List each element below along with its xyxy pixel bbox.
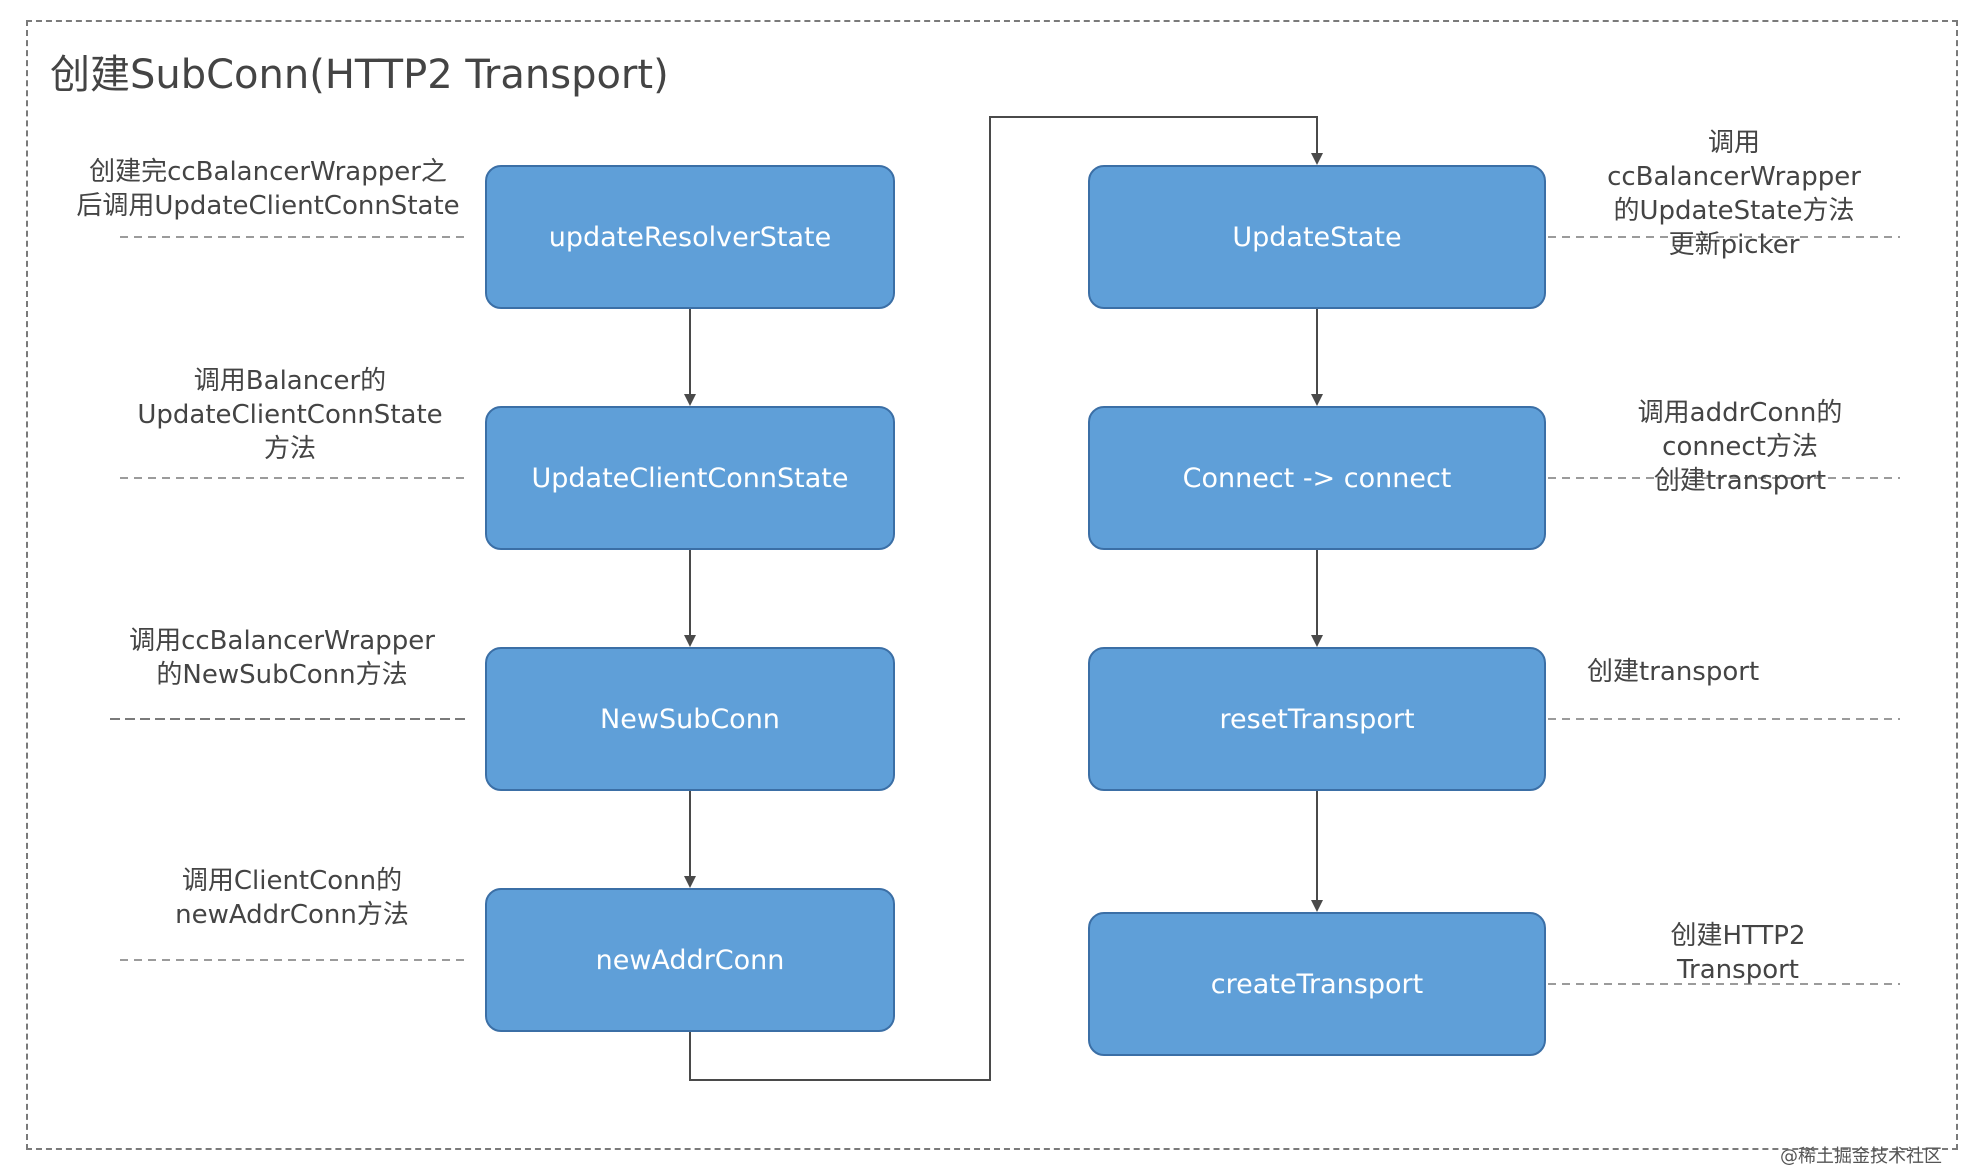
note-createTransport: 创建HTTP2 Transport — [1670, 921, 1806, 985]
diagram-frame — [26, 20, 1958, 1150]
node-updateResolverState[interactable]: updateResolverState — [485, 165, 895, 309]
node-Connect[interactable]: Connect -> connect — [1088, 406, 1546, 550]
note-UpdateClientConnState: 调用Balancer的 UpdateClientConnState 方法 — [137, 366, 443, 464]
edge-newAddrConn-to-UpdateState — [689, 116, 1323, 1081]
node-NewSubConn[interactable]: NewSubConn — [485, 647, 895, 791]
node-UpdateClientConnState[interactable]: UpdateClientConnState — [485, 406, 895, 550]
node-UpdateState[interactable]: UpdateState — [1088, 165, 1546, 309]
node-newAddrConn[interactable]: newAddrConn — [485, 888, 895, 1032]
note-resetTransport: 创建transport — [1587, 657, 1760, 687]
watermark: @稀土掘金技术社区 — [1780, 1146, 1942, 1167]
node-resetTransport[interactable]: resetTransport — [1088, 647, 1546, 791]
diagram-title: 创建SubConn(HTTP2 Transport) — [50, 52, 669, 98]
note-NewSubConn: 调用ccBalancerWrapper 的NewSubConn方法 — [129, 626, 435, 690]
node-createTransport[interactable]: createTransport — [1088, 912, 1546, 1056]
note-newAddrConn: 调用ClientConn的 newAddrConn方法 — [175, 866, 409, 930]
note-UpdateState: 调用ccBalancerWrapper 的UpdateState方法 更新pic… — [1607, 128, 1861, 260]
note-updateResolverState: 创建完ccBalancerWrapper之 后调用UpdateClientCon… — [76, 157, 460, 221]
note-Connect: 调用addrConn的connect方法 创建transport — [1637, 398, 1843, 496]
